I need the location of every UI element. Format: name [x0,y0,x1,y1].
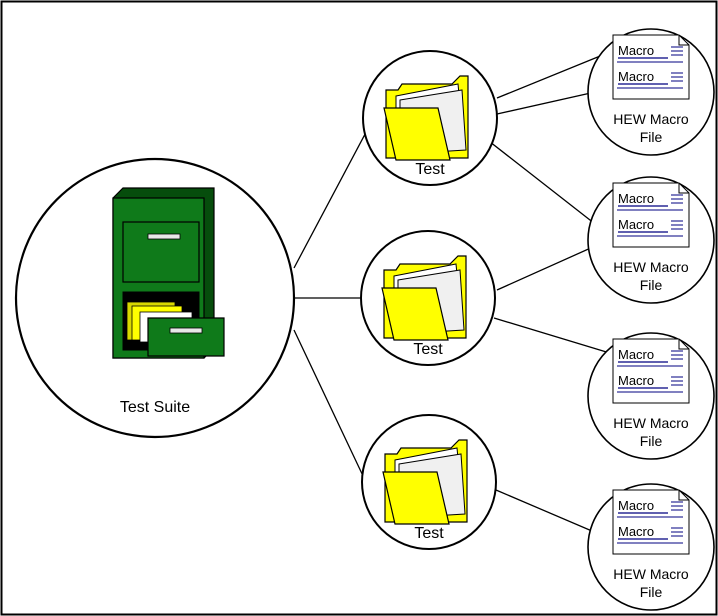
test-node: Test [362,50,498,186]
macro-file-label-line2: File [640,433,663,449]
macro-file-label-line2: File [640,584,663,600]
filing-cabinet-icon [112,187,225,359]
macro-doc-text: Macro [618,69,654,84]
folder-icon [383,75,469,161]
folder-icon [381,255,467,341]
macro-doc-text: Macro [618,498,654,513]
macro-file-label-line1: HEW Macro [613,415,689,431]
test-node: Test [361,414,497,550]
macro-doc-text: Macro [618,191,654,206]
macro-doc-text: Macro [618,524,654,539]
connector-test2-file3 [493,317,614,355]
folder-icon [382,439,468,525]
macro-doc-text: Macro [618,43,654,58]
macro-file-label-line2: File [640,129,663,145]
macro-file-label-line2: File [640,277,663,293]
macro-doc-text: Macro [618,347,654,362]
connector-suite-test1 [293,120,373,269]
test-label: Test [413,341,443,358]
macro-doc-text: Macro [618,217,654,232]
macro-doc-text: Macro [618,373,654,388]
connector-test1-file1a [496,51,611,99]
test-node: Test [360,230,496,366]
macro-file-label-line1: HEW Macro [613,111,689,127]
macro-file-label-line1: HEW Macro [613,566,689,582]
macro-file-label-line1: HEW Macro [613,259,689,275]
connector-suite-test3 [293,329,365,479]
test-label: Test [414,525,444,542]
test-label: Test [415,161,445,178]
test-suite-node: Test Suite [14,157,296,439]
test-suite-label: Test Suite [120,399,190,416]
